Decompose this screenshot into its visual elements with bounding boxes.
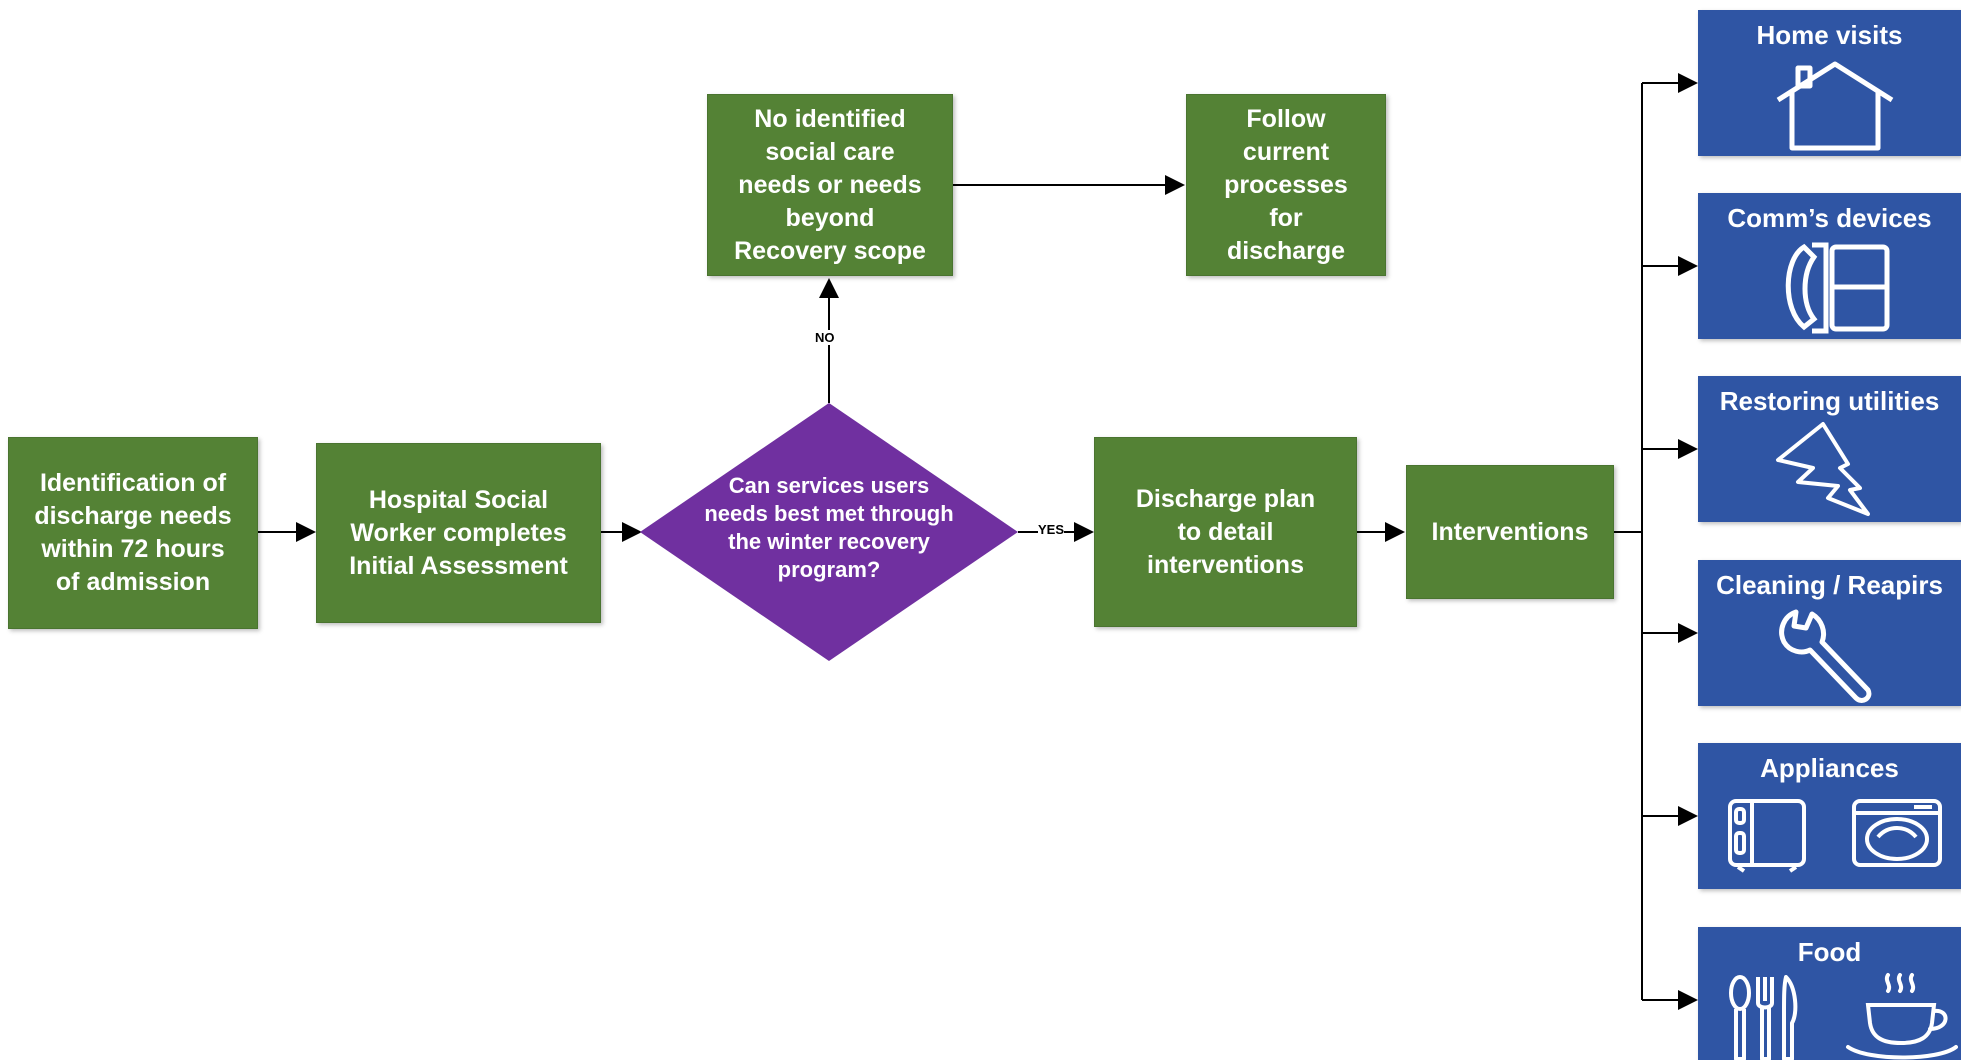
- intervention-food: Food: [1698, 927, 1961, 1060]
- cutlery-icon: [1729, 975, 1798, 1060]
- coffee-cup-icon: [1846, 973, 1958, 1060]
- assessment-box: Hospital Social Worker completes Initial…: [316, 443, 601, 623]
- house-icon: [1776, 61, 1894, 151]
- assessment-text: Hospital Social Worker completes Initial…: [349, 485, 568, 580]
- fridge-icon: [1728, 799, 1806, 873]
- follow-box: Follow current processes for discharge: [1186, 94, 1386, 276]
- intervention-home-visits: Home visits: [1698, 10, 1961, 156]
- yes-label: YES: [1038, 522, 1065, 537]
- intervention-title: Home visits: [1756, 20, 1903, 50]
- intervention-title: Food: [1797, 937, 1862, 967]
- identification-text: Identification of discharge needs within…: [34, 469, 232, 596]
- discharge-plan-box: Discharge plan to detail interventions: [1094, 437, 1357, 627]
- intervention-title: Comm’s devices: [1727, 203, 1932, 233]
- intervention-title: Restoring utilities: [1719, 386, 1940, 416]
- lightning-icon: [1776, 422, 1870, 516]
- no-label: NO: [815, 330, 835, 345]
- intervention-restoring-utilities: Restoring utilities: [1698, 376, 1961, 522]
- intervention-cleaning-repairs: Cleaning / Reapirs: [1698, 560, 1961, 706]
- intervention-appliances: Appliances: [1698, 743, 1961, 889]
- intervention-title: Cleaning / Reapirs: [1716, 570, 1943, 600]
- intervention-comms-devices: Comm’s devices: [1698, 193, 1961, 339]
- identification-box: Identification of discharge needs within…: [8, 437, 258, 629]
- discharge-plan-text: Discharge plan to detail interventions: [1135, 484, 1316, 579]
- interventions-box: Interventions: [1406, 465, 1614, 599]
- washing-machine-icon: [1852, 799, 1942, 867]
- intervention-title: Appliances: [1760, 753, 1899, 783]
- interventions-text: Interventions: [1431, 517, 1589, 546]
- no-needs-box: No identified social care needs or needs…: [707, 94, 953, 276]
- no-needs-text: No identified social care needs or needs…: [734, 104, 926, 265]
- decision-text: Can services users needs best met throug…: [704, 473, 954, 582]
- decision-diamond: [640, 403, 1018, 661]
- phone-icon: [1785, 242, 1890, 334]
- follow-text: Follow current processes for discharge: [1224, 104, 1348, 265]
- wrench-icon: [1779, 609, 1872, 703]
